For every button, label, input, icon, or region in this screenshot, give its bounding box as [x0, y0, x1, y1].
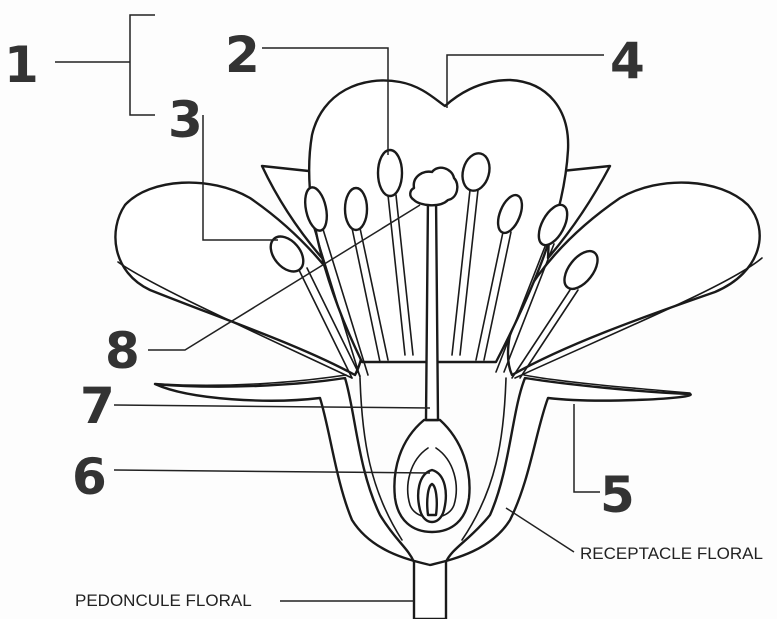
leader-7: [114, 405, 430, 408]
label-7: 7: [80, 377, 115, 435]
label-pedoncule-floral: PEDONCULE FLORAL: [75, 591, 252, 610]
label-5: 5: [600, 466, 635, 524]
label-4: 4: [610, 32, 645, 90]
label-6: 6: [72, 448, 107, 506]
anther-3: [345, 188, 367, 230]
label-3: 3: [168, 91, 203, 149]
leader-5: [574, 404, 600, 492]
leader-receptacle: [506, 508, 574, 552]
style: [426, 196, 438, 420]
leader-6: [114, 470, 430, 473]
anther-4: [378, 150, 402, 196]
label-1: 1: [4, 36, 39, 94]
label-2: 2: [225, 26, 260, 84]
bracket-1: [130, 15, 155, 115]
label-receptacle-floral: RECEPTACLE FLORAL: [580, 544, 763, 563]
label-8: 8: [105, 322, 140, 380]
